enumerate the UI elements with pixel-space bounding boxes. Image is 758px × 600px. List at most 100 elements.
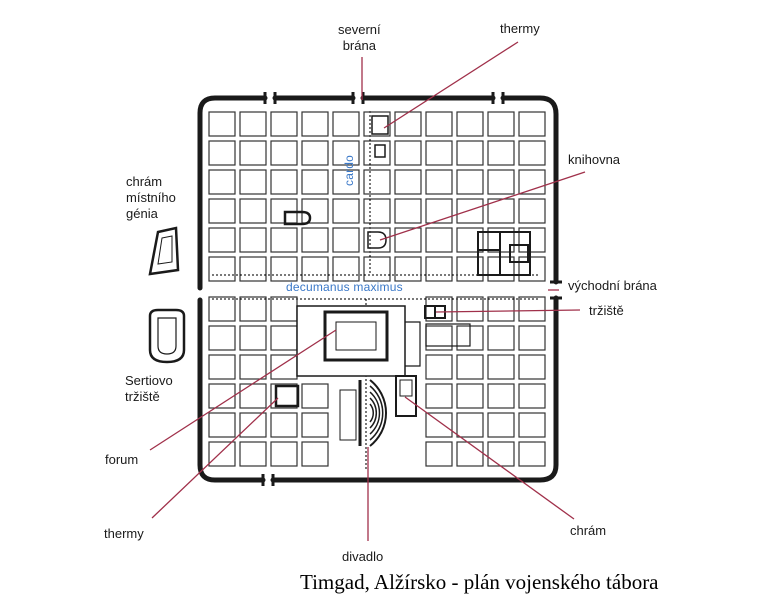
- chram-genia-inner: [157, 235, 173, 265]
- colonnade-dot: [365, 383, 367, 385]
- colonnade-dot: [452, 298, 454, 300]
- leader-forum: [149, 329, 337, 451]
- label-chram: chrám: [570, 523, 607, 538]
- colonnade-dot: [520, 298, 522, 300]
- colonnade-dot: [228, 274, 230, 276]
- city-block: [425, 256, 453, 282]
- city-block: [518, 325, 546, 351]
- colonnade-dot: [232, 274, 234, 276]
- colonnade-dot: [369, 187, 371, 189]
- city-block: [208, 383, 236, 409]
- colonnade-dot: [404, 298, 406, 300]
- colonnade-dot: [369, 115, 371, 117]
- city-block: [301, 227, 329, 253]
- colonnade-dot: [369, 211, 371, 213]
- city-block: [239, 256, 267, 282]
- colonnade-dot: [369, 175, 371, 177]
- colonnade-dot: [404, 274, 406, 276]
- colonnade-dot: [365, 419, 367, 421]
- colonnade-dot: [288, 298, 290, 300]
- colonnade-dot: [460, 274, 462, 276]
- colonnade-dot: [532, 298, 534, 300]
- city-block: [425, 169, 453, 195]
- colonnade-dot: [365, 387, 367, 389]
- colonnade-dot: [369, 127, 371, 129]
- city-block: [487, 354, 515, 380]
- colonnade-dot: [252, 274, 254, 276]
- colonnade-dot: [369, 123, 371, 125]
- colonnade-dot: [276, 298, 278, 300]
- label-line: brána: [342, 38, 376, 53]
- colonnade-dot: [340, 298, 342, 300]
- figure-caption: Timgad, Alžírsko - plán vojenského tábor…: [300, 570, 659, 594]
- colonnade-dot: [340, 274, 342, 276]
- colonnade-dot: [312, 274, 314, 276]
- colonnade-dot: [369, 155, 371, 157]
- colonnade-dot: [488, 298, 490, 300]
- colonnade-dot: [396, 298, 398, 300]
- colonnade-dot: [244, 274, 246, 276]
- city-block: [332, 140, 360, 166]
- colonnade-dot: [252, 298, 254, 300]
- city-block: [270, 296, 298, 322]
- city-block: [239, 198, 267, 224]
- colonnade-dot: [365, 379, 367, 381]
- leader-lines: [149, 41, 586, 541]
- colonnade-dot: [369, 215, 371, 217]
- colonnade-dot: [328, 298, 330, 300]
- building: [374, 144, 386, 158]
- city-block: [270, 140, 298, 166]
- colonnade-dot: [264, 274, 266, 276]
- leader-knihovna: [379, 171, 586, 241]
- city-block: [208, 296, 236, 322]
- label-knihovna: knihovna: [568, 152, 621, 167]
- label-trziste: tržiště: [589, 303, 624, 318]
- colonnade-dot: [365, 411, 367, 413]
- colonnade-dot: [360, 274, 362, 276]
- colonnade-dot: [456, 298, 458, 300]
- colonnade-dot: [472, 274, 474, 276]
- city-block: [208, 256, 236, 282]
- colonnade-dot: [369, 263, 371, 265]
- colonnade-dot: [400, 274, 402, 276]
- colonnade-dot: [336, 298, 338, 300]
- city-block: [208, 227, 236, 253]
- city-block: [394, 169, 422, 195]
- colonnade-dot: [460, 298, 462, 300]
- city-block: [332, 198, 360, 224]
- thermy-east: [477, 231, 531, 276]
- city-block: [239, 412, 267, 438]
- city-block: [239, 383, 267, 409]
- forum-annex: [405, 321, 421, 367]
- city-block: [487, 412, 515, 438]
- city-block: [518, 227, 546, 253]
- sertiovo-trziste-court: [157, 317, 177, 355]
- city-block: [301, 169, 329, 195]
- city-block: [518, 198, 546, 224]
- colonnade-dot: [408, 298, 410, 300]
- colonnade-dot: [416, 298, 418, 300]
- wall-sw: [197, 297, 266, 483]
- city-block: [456, 412, 484, 438]
- colonnade-dot: [369, 139, 371, 141]
- colonnade-dot: [369, 159, 371, 161]
- colonnade-dot: [228, 298, 230, 300]
- city-walls: [197, 95, 559, 483]
- city-block: [456, 256, 484, 282]
- city-block: [301, 383, 329, 409]
- colonnade-dot: [232, 298, 234, 300]
- city-block: [425, 140, 453, 166]
- label-line: génia: [126, 206, 158, 221]
- colonnade-dot: [365, 451, 367, 453]
- city-block: [208, 441, 236, 467]
- city-block: [239, 111, 267, 137]
- colonnade-dot: [365, 391, 367, 393]
- colonnade-dot: [536, 298, 538, 300]
- city-block: [270, 169, 298, 195]
- colonnade-dot: [369, 227, 371, 229]
- colonnade-dot: [444, 298, 446, 300]
- colonnade-dot: [352, 274, 354, 276]
- colonnade-dot: [369, 195, 371, 197]
- colonnade-dot: [260, 274, 262, 276]
- city-block: [363, 227, 391, 253]
